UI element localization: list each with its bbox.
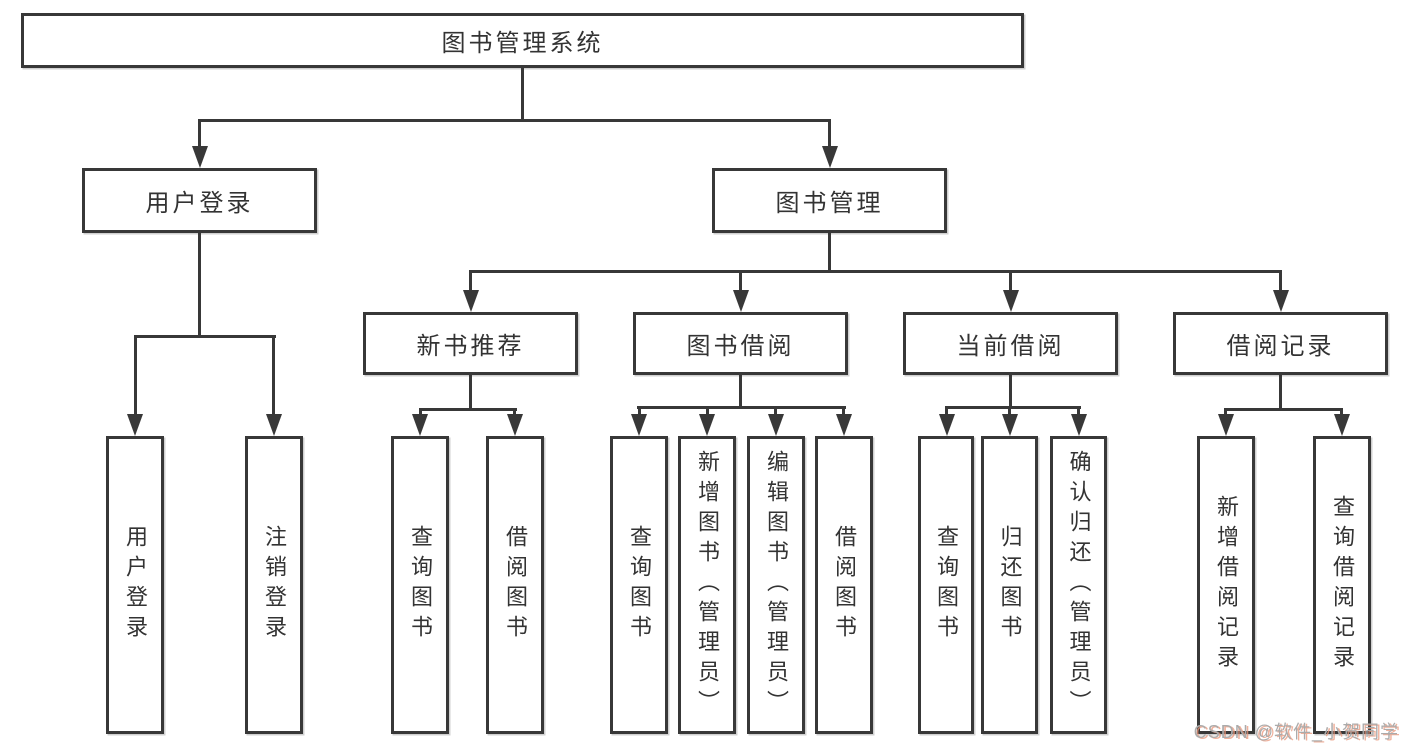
node-new-book-recommend-label: 新书推荐: [416, 333, 525, 360]
arrowhead-icon: [463, 290, 479, 312]
arrowhead-icon: [266, 414, 282, 436]
arrowhead-icon: [768, 414, 784, 436]
csdn-watermark: CSDN @软件_小贺同学: [1193, 722, 1399, 742]
leaf-edit-book-admin: 编辑图书（管理员）: [747, 436, 805, 734]
node-root-label: 图书管理系统: [441, 30, 604, 57]
node-book-management: 图书管理: [712, 168, 947, 233]
leaf-query-books-borrow: 查询图书: [610, 436, 668, 734]
node-root: 图书管理系统: [21, 13, 1024, 68]
edge-user-login-feed: [198, 233, 201, 338]
leaf-borrow-books-recommend: 借阅图书: [486, 436, 544, 734]
node-user-login: 用户登录: [82, 168, 317, 233]
leaf-add-borrow-record: 新增借阅记录: [1197, 436, 1255, 734]
arrowhead-icon: [822, 146, 838, 168]
node-new-book-recommend: 新书推荐: [363, 312, 578, 375]
leaf-query-borrow-record-label: 查询借阅记录: [1330, 495, 1355, 675]
leaf-query-books-current: 查询图书: [918, 436, 974, 734]
leaf-return-books: 归还图书: [981, 436, 1038, 734]
leaf-add-borrow-record-label: 新增借阅记录: [1214, 495, 1239, 675]
edge-to-new-book-recommend: [469, 270, 472, 296]
arrowhead-icon: [1003, 290, 1019, 312]
arrowhead-icon: [939, 414, 955, 436]
leaf-add-book-admin-label: 新增图书（管理员）: [695, 450, 720, 720]
arrowhead-icon: [836, 414, 852, 436]
edge-to-leaf-logout: [272, 335, 275, 420]
leaf-logout-login: 注销登录: [245, 436, 303, 734]
node-user-login-label: 用户登录: [145, 190, 254, 217]
node-borrow-records: 借阅记录: [1173, 312, 1388, 375]
edge-book-management-feed: [828, 233, 831, 273]
edge-borrow-records-feed: [1279, 375, 1282, 411]
edge-book-borrow-feed: [739, 375, 742, 409]
edge-to-borrow-records: [1279, 270, 1282, 296]
arrowhead-icon: [192, 146, 208, 168]
leaf-borrow-books-b-label: 借阅图书: [832, 525, 857, 645]
node-book-borrow: 图书借阅: [633, 312, 848, 375]
leaf-user-login-label: 用户登录: [123, 525, 148, 645]
edge-current-borrow-feed: [1009, 375, 1012, 409]
edge-recommend-bus: [419, 408, 517, 411]
edge-to-book-borrow: [739, 270, 742, 296]
arrowhead-icon: [507, 414, 523, 436]
edge-to-user-login: [198, 119, 201, 152]
leaf-query-books-current-label: 查询图书: [934, 525, 959, 645]
node-current-borrow: 当前借阅: [903, 312, 1118, 375]
arrowhead-icon: [699, 414, 715, 436]
leaf-logout-login-label: 注销登录: [262, 525, 287, 645]
leaf-borrow-books-recommend-label: 借阅图书: [503, 525, 528, 645]
leaf-query-books-recommend-label: 查询图书: [408, 525, 433, 645]
arrowhead-icon: [1334, 414, 1350, 436]
edge-new-book-recommend-feed: [469, 375, 472, 411]
leaf-return-books-label: 归还图书: [997, 525, 1023, 645]
leaf-query-books-borrow-label: 查询图书: [627, 525, 652, 645]
leaf-confirm-return-admin: 确认归还（管理员）: [1050, 436, 1107, 734]
leaf-query-books-recommend: 查询图书: [391, 436, 449, 734]
edge-root-feed: [521, 68, 524, 119]
edge-to-leaf-user-login: [134, 335, 137, 420]
leaf-borrow-books-b: 借阅图书: [815, 436, 873, 734]
arrowhead-icon: [412, 414, 428, 436]
leaf-query-borrow-record: 查询借阅记录: [1313, 436, 1371, 734]
arrowhead-icon: [127, 414, 143, 436]
leaf-add-book-admin: 新增图书（管理员）: [678, 436, 736, 734]
arrowhead-icon: [1273, 290, 1289, 312]
arrowhead-icon: [1218, 414, 1234, 436]
edge-level3-bus: [469, 270, 1282, 273]
edge-book-borrow-bus: [637, 406, 846, 409]
node-book-management-label: 图书管理: [775, 190, 884, 217]
node-book-borrow-label: 图书借阅: [686, 333, 795, 360]
arrowhead-icon: [1071, 414, 1087, 436]
edge-borrow-records-bus: [1224, 408, 1343, 411]
arrowhead-icon: [733, 290, 749, 312]
edge-level2-bus: [198, 119, 831, 122]
edge-to-current-borrow: [1009, 270, 1012, 296]
edge-user-login-bus: [134, 335, 276, 338]
arrowhead-icon: [1002, 414, 1018, 436]
edge-to-book-management: [828, 119, 831, 152]
leaf-edit-book-admin-label: 编辑图书（管理员）: [764, 450, 789, 720]
edge-current-borrow-bus: [945, 406, 1081, 409]
leaf-confirm-return-admin-label: 确认归还（管理员）: [1066, 450, 1092, 720]
arrowhead-icon: [631, 414, 647, 436]
node-borrow-records-label: 借阅记录: [1226, 333, 1335, 360]
leaf-user-login: 用户登录: [106, 436, 164, 734]
node-current-borrow-label: 当前借阅: [956, 333, 1065, 360]
